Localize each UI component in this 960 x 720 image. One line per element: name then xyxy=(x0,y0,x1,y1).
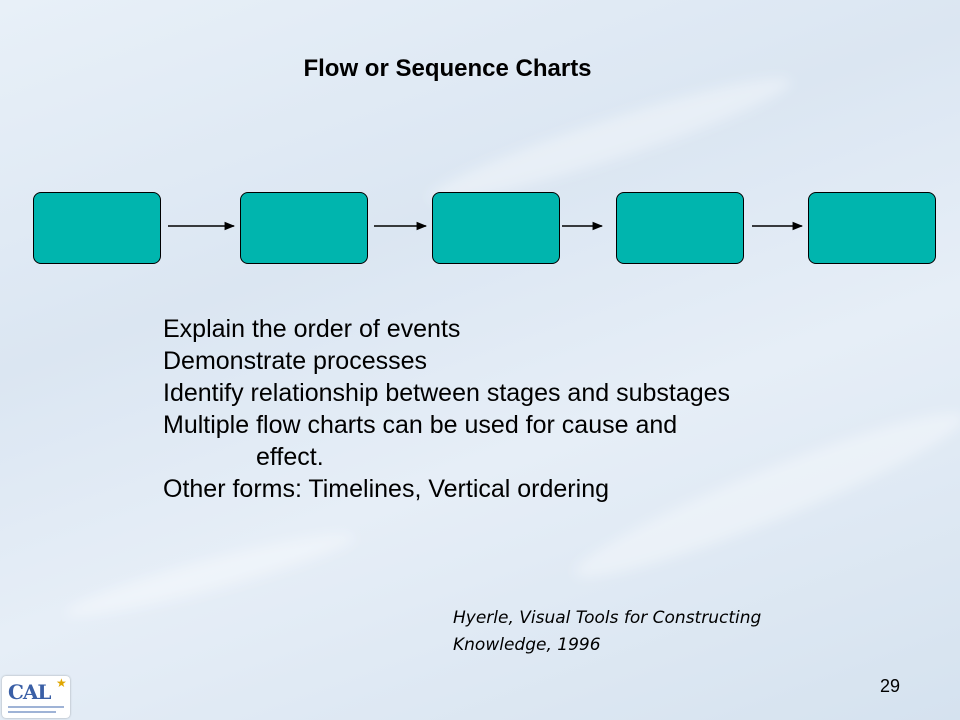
logo-text: CAL xyxy=(8,680,51,704)
citation-line: Knowledge, 1996 xyxy=(453,635,601,655)
description-line: Identify relationship between stages and… xyxy=(163,379,731,407)
logo-subtitle-bar xyxy=(8,711,56,713)
slide-title: Flow or Sequence Charts xyxy=(303,55,592,82)
star-icon: ★ xyxy=(56,676,67,690)
description-line: Demonstrate processes xyxy=(163,347,428,375)
background-streak xyxy=(61,521,359,629)
flow-box-2 xyxy=(240,192,368,264)
cal-logo: CAL ★ xyxy=(2,676,70,718)
citation: Hyerle, Visual Tools for Constructing Kn… xyxy=(453,605,873,659)
flow-box-1 xyxy=(33,192,161,264)
logo-subtitle-bar xyxy=(8,706,64,708)
description-line: Multiple flow charts can be used for cau… xyxy=(163,411,678,439)
description-line: Explain the order of events xyxy=(163,315,461,343)
page-number: 29 xyxy=(880,676,901,696)
flow-box-5 xyxy=(808,192,936,264)
citation-line: Hyerle, Visual Tools for Constructing xyxy=(453,608,762,628)
description-line: Other forms: Timelines, Vertical orderin… xyxy=(163,475,609,503)
description-line: effect. xyxy=(256,443,324,471)
description-list: Explain the order of events Demonstrate … xyxy=(163,313,923,505)
flow-box-4 xyxy=(616,192,744,264)
flow-box-3 xyxy=(432,192,560,264)
